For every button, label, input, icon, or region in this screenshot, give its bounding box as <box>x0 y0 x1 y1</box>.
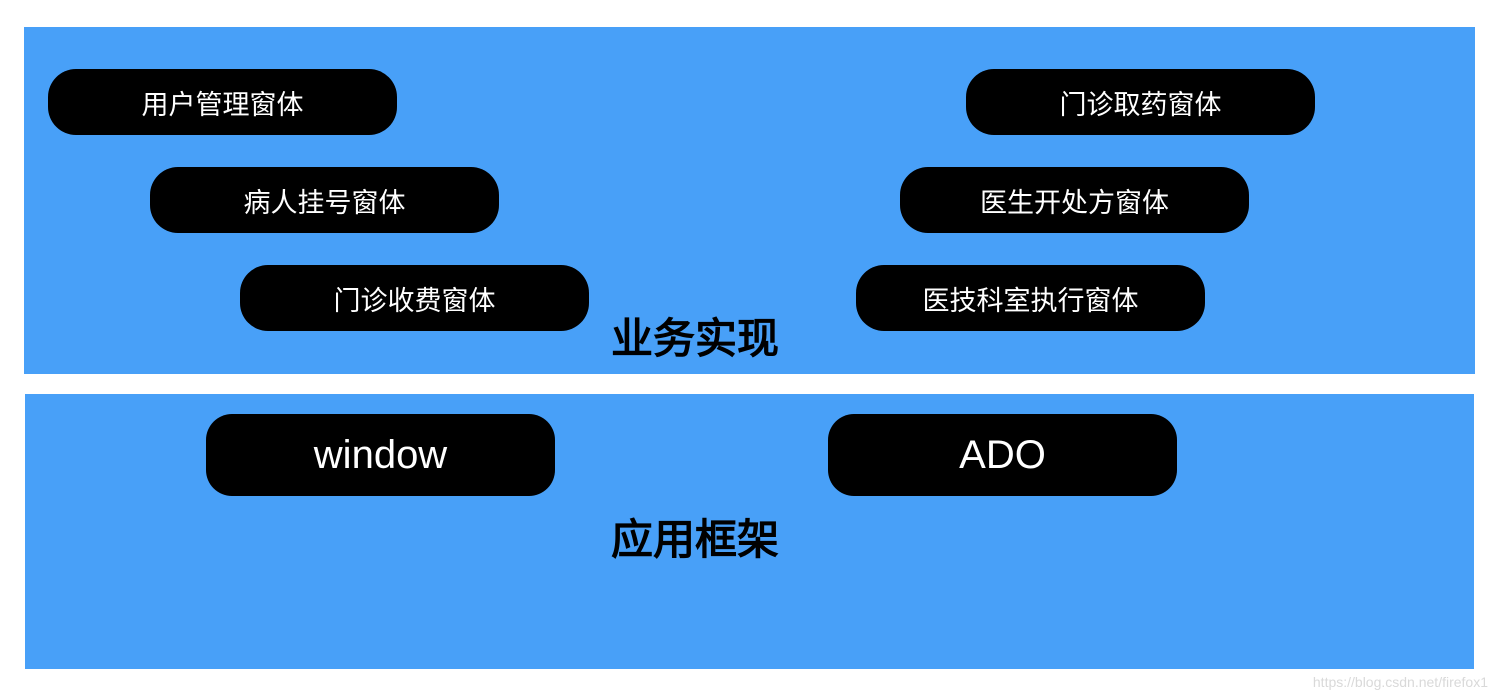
module-outpatient-billing: 门诊收费窗体 <box>240 265 589 331</box>
module-label: ADO <box>959 432 1046 477</box>
module-label: 门诊收费窗体 <box>333 285 496 317</box>
module-label: 病人挂号窗体 <box>243 187 406 219</box>
watermark: https://blog.csdn.net/firefox1 <box>1312 674 1488 690</box>
module-label: 门诊取药窗体 <box>1059 89 1222 121</box>
framework-layer-title: 应用框架 <box>611 515 780 564</box>
module-user-management: 用户管理窗体 <box>48 69 397 135</box>
module-label: 医生开处方窗体 <box>980 187 1169 219</box>
module-patient-registration: 病人挂号窗体 <box>150 167 499 233</box>
module-label: 医技科室执行窗体 <box>922 285 1139 317</box>
module-window: window <box>206 414 555 496</box>
module-ado: ADO <box>828 414 1177 496</box>
module-label: window <box>313 432 448 477</box>
module-label: 用户管理窗体 <box>141 89 304 121</box>
module-outpatient-pharmacy: 门诊取药窗体 <box>966 69 1315 135</box>
business-layer-title: 业务实现 <box>611 314 780 363</box>
module-medtech-execution: 医技科室执行窗体 <box>856 265 1205 331</box>
module-doctor-prescription: 医生开处方窗体 <box>900 167 1249 233</box>
